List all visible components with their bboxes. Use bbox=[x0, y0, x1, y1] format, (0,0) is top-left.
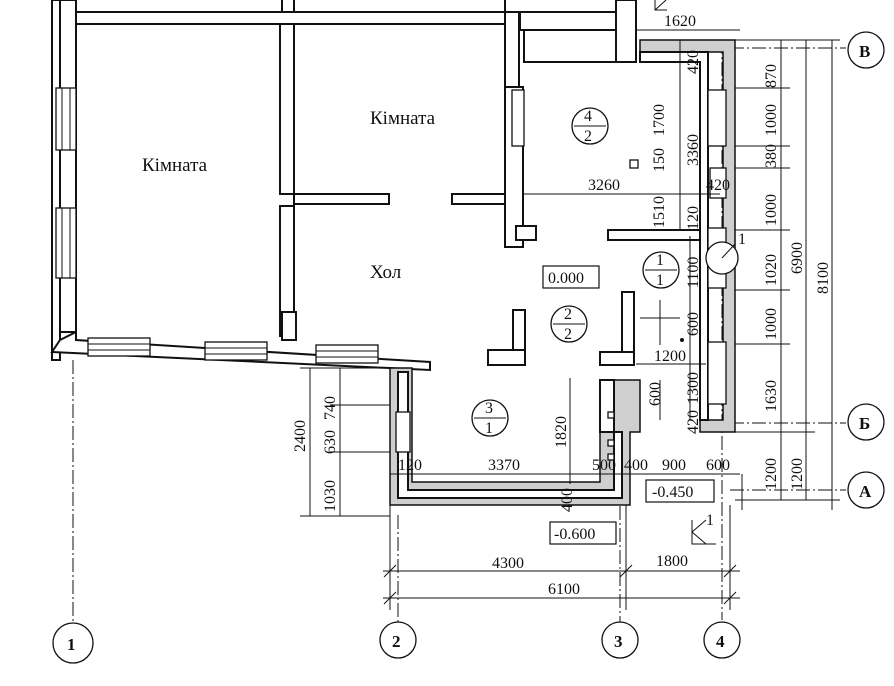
dim-text: 8100 bbox=[815, 262, 832, 294]
dim-text: 1000 bbox=[763, 194, 780, 226]
level-box bbox=[549, 521, 617, 545]
room-mark-area: 2 bbox=[584, 128, 592, 145]
dim-text: 1700 bbox=[651, 104, 668, 136]
room-mark-number: 3 bbox=[485, 400, 493, 417]
dimension-texts: 1620 420 1700 3360 150 1510 3260 420 120… bbox=[292, 13, 832, 598]
dim-text: 6100 bbox=[548, 581, 580, 598]
dim-text: 600 bbox=[685, 312, 702, 336]
detail-label: 1 bbox=[738, 231, 746, 248]
axis-label: В bbox=[859, 42, 870, 61]
axis-label: 4 bbox=[716, 632, 725, 651]
dim-text: 630 bbox=[322, 430, 339, 454]
dim-text: 400 bbox=[624, 457, 648, 474]
dim-text: 1800 bbox=[656, 553, 688, 570]
hall-label: Хол bbox=[370, 262, 402, 283]
section-arrow-top bbox=[654, 0, 667, 11]
dim-text: 1300 bbox=[685, 372, 702, 404]
room-mark-area: 2 bbox=[564, 326, 572, 343]
room-mark-area: 1 bbox=[485, 420, 493, 437]
axis-bubble-a: А bbox=[847, 471, 885, 509]
dim-text: 1100 bbox=[685, 257, 702, 288]
room-mark-area: 1 bbox=[656, 272, 664, 289]
level-floor: 0.000 bbox=[548, 270, 584, 287]
dim-text: 1630 bbox=[763, 380, 780, 412]
axis-label: 3 bbox=[614, 632, 623, 651]
fixtures bbox=[607, 159, 684, 461]
dim-text: 400 bbox=[559, 488, 576, 512]
dim-text: 740 bbox=[322, 396, 339, 420]
room-mark: 4 2 bbox=[571, 107, 609, 145]
room-mark-number: 1 bbox=[656, 252, 664, 269]
room-mark-number: 4 bbox=[584, 108, 592, 125]
room-mark-number: 2 bbox=[564, 306, 572, 323]
axis-label: А bbox=[859, 482, 872, 501]
dim-text: 500 bbox=[592, 457, 616, 474]
dim-text: 1620 bbox=[664, 13, 696, 30]
dim-text: 1200 bbox=[763, 458, 780, 490]
dim-text: 120 bbox=[398, 457, 422, 474]
axis-bubble-3: 3 bbox=[601, 621, 639, 659]
dim-text: 1200 bbox=[789, 458, 806, 490]
section-arrow-bottom: 1 bbox=[691, 512, 716, 545]
axis-bubble-1: 1 bbox=[52, 622, 94, 664]
dim-text: 120 bbox=[685, 206, 702, 230]
dim-text: 420 bbox=[685, 50, 702, 74]
level-ground: -0.600 bbox=[554, 526, 595, 543]
dim-text: 900 bbox=[662, 457, 686, 474]
dim-text: 3370 bbox=[488, 457, 520, 474]
dim-text: 1030 bbox=[322, 480, 339, 512]
walls bbox=[50, 0, 736, 506]
dim-text: 1510 bbox=[651, 196, 668, 228]
dim-text: 1820 bbox=[553, 416, 570, 448]
dim-text: 4300 bbox=[492, 555, 524, 572]
dim-text: 3360 bbox=[685, 134, 702, 166]
dim-text: 600 bbox=[647, 382, 664, 406]
dim-text: 1000 bbox=[763, 308, 780, 340]
dim-text: 420 bbox=[685, 410, 702, 434]
axis-bubble-2: 2 bbox=[379, 621, 417, 659]
dim-text: 380 bbox=[763, 144, 780, 168]
room-label: Кімната bbox=[142, 155, 208, 176]
level-box bbox=[645, 479, 715, 503]
dim-text: 1200 bbox=[654, 348, 686, 365]
windows bbox=[55, 87, 727, 453]
axis-label: Б bbox=[859, 414, 870, 433]
dim-text: 600 bbox=[706, 457, 730, 474]
room-mark: 3 1 bbox=[471, 399, 509, 437]
dim-text: 420 bbox=[706, 177, 730, 194]
room-mark: 1 1 bbox=[642, 251, 680, 289]
section-label: 1 bbox=[706, 512, 714, 529]
dim-text: 2400 bbox=[292, 420, 309, 452]
dim-text: 3260 bbox=[588, 177, 620, 194]
dimension-lines bbox=[300, 29, 840, 610]
dim-text: 1020 bbox=[763, 254, 780, 286]
axis-label: 2 bbox=[392, 632, 401, 651]
level-box bbox=[542, 265, 600, 289]
dim-text: 150 bbox=[651, 148, 668, 172]
dim-text: 1000 bbox=[763, 104, 780, 136]
dim-text: 870 bbox=[763, 64, 780, 88]
room-mark: 2 2 bbox=[550, 305, 588, 343]
axis-label: 1 bbox=[67, 635, 76, 654]
room-label: Кімната bbox=[370, 108, 436, 129]
axis-bubble-4: 4 bbox=[703, 621, 741, 659]
level-porch: -0.450 bbox=[652, 484, 693, 501]
detail-callout: 1 bbox=[705, 231, 746, 275]
dim-text: 6900 bbox=[789, 242, 806, 274]
axis-bubble-v: В bbox=[847, 31, 885, 69]
axis-bubble-b: Б bbox=[847, 403, 885, 441]
